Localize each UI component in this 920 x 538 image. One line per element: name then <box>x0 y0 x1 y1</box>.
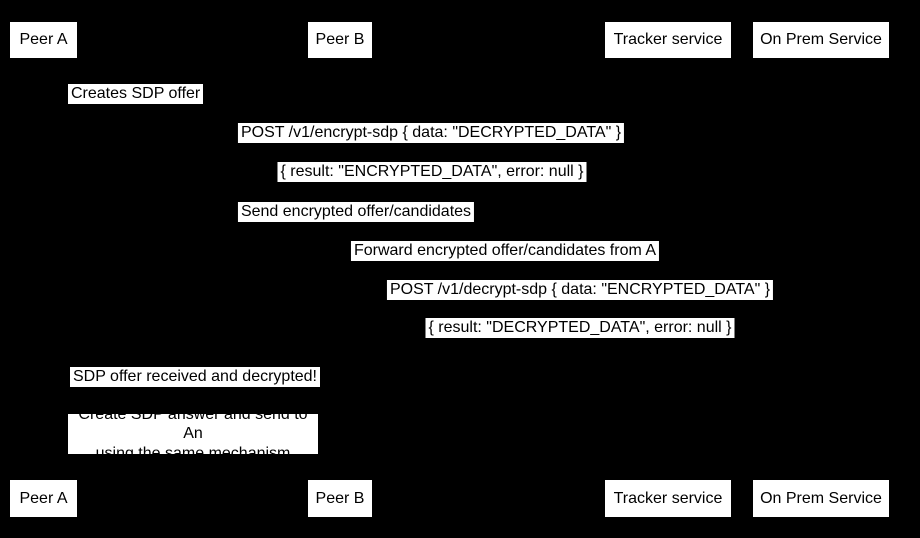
participant-tracker-service-top: Tracker service <box>605 22 731 58</box>
message-result-decrypted: { result: "DECRYPTED_DATA", error: null … <box>425 318 735 338</box>
participant-tracker-service-bottom: Tracker service <box>605 480 731 517</box>
message-creates-sdp-offer: Creates SDP offer <box>68 84 204 104</box>
participant-peer-b-top: Peer B <box>308 22 372 58</box>
participant-on-prem-service-bottom: On Prem Service <box>753 480 889 517</box>
message-sdp-offer-received: SDP offer received and decrypted! <box>70 367 320 387</box>
message-forward-encrypted-offer: Forward encrypted offer/candidates from … <box>350 241 660 261</box>
participant-peer-a-top: Peer A <box>10 22 77 58</box>
participant-peer-b-bottom: Peer B <box>308 480 372 517</box>
message-post-decrypt-sdp: POST /v1/decrypt-sdp { data: "ENCRYPTED_… <box>386 280 774 300</box>
participant-peer-a-bottom: Peer A <box>10 480 77 517</box>
note-create-sdp-answer: Create SDP answer and send to An using t… <box>68 406 318 462</box>
participant-on-prem-service-top: On Prem Service <box>753 22 889 58</box>
note-line-1: Create SDP answer and send to An <box>78 405 308 443</box>
message-result-encrypted: { result: "ENCRYPTED_DATA", error: null … <box>277 162 587 182</box>
note-line-2: using the same mechanism <box>95 444 291 462</box>
message-post-encrypt-sdp: POST /v1/encrypt-sdp { data: "DECRYPTED_… <box>237 123 625 143</box>
message-send-encrypted-offer: Send encrypted offer/candidates <box>237 202 475 222</box>
